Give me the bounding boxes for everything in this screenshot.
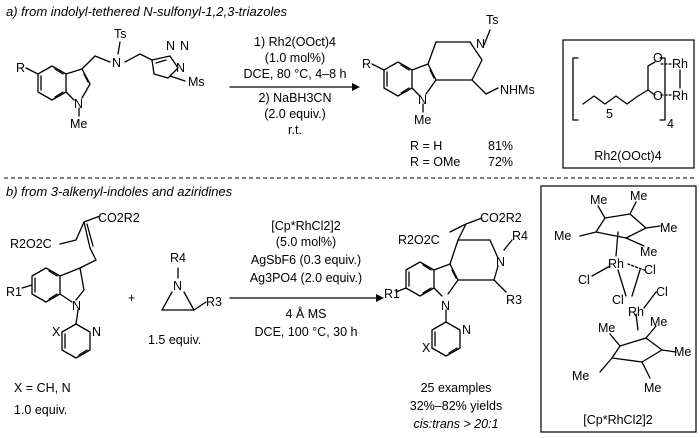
b-arrow-head — [376, 294, 384, 302]
b-catalyst-box — [540, 185, 697, 433]
b-catalyst-structure — [579, 201, 677, 379]
b-catalyst-name: [Cp*RhCl2]2 — [583, 413, 653, 427]
part-b-aziridine — [161, 267, 207, 311]
a-cond-above-2: (1.0 mol%) — [265, 51, 325, 65]
a-sm-r-label: R — [16, 61, 25, 75]
b-result-dr: cis:trans > 20:1 — [413, 417, 498, 431]
a-yield-r-ome: R = OMe — [410, 155, 460, 169]
a-sm-triazole-n3-label: N — [176, 61, 185, 75]
b-product-indole-n: N — [441, 299, 450, 313]
a-cat-sub5: 5 — [606, 107, 613, 121]
a-product-n-ring-label: N — [476, 37, 485, 51]
b-product-pyrimidine-n: N — [462, 323, 471, 337]
b-cat-me-10: Me — [572, 369, 589, 383]
b-product-co2r2: CO2R2 — [480, 211, 522, 225]
a-sm-triazole-n2-label: N — [180, 39, 189, 53]
b-cond-above-1: [Cp*RhCl2]2 — [271, 219, 341, 233]
part-a-product — [371, 29, 499, 113]
a-cat-sub4: 4 — [667, 117, 674, 131]
part-b-header: b) from 3-alkenyl-indoles and aziridines — [6, 184, 233, 199]
a-product-r-label: R — [362, 57, 371, 71]
b-sm2-r3: R3 — [206, 295, 222, 309]
b-cond-below-1: 4 Å MS — [286, 306, 327, 321]
b-cond-below-2: DCE, 100 °C, 30 h — [255, 325, 358, 339]
part-a-starting-material — [25, 41, 186, 117]
b-sm1-x-definition: X = CH, N — [14, 381, 71, 395]
a-arrow-head — [352, 83, 360, 91]
a-cat-rh-top: Rh — [672, 57, 688, 71]
b-cat-cl-4: Cl — [656, 285, 668, 299]
a-sm-n-amine-label: N — [112, 56, 121, 70]
b-product-x: X — [422, 341, 431, 355]
b-sm1-equiv: 1.0 equiv. — [14, 403, 67, 417]
b-sm1-pyrimidine-n: N — [92, 325, 101, 339]
b-cond-above-4: Ag3PO4 (2.0 equiv.) — [250, 271, 362, 285]
b-cat-rh-top: Rh — [608, 257, 624, 271]
a-yield-81: 81% — [488, 139, 513, 153]
a-product-nhms-label: NHMs — [500, 83, 535, 97]
a-product-ts-label: Ts — [486, 13, 499, 27]
b-cat-me-6: Me — [598, 321, 615, 335]
b-cat-rh-bottom: Rh — [628, 305, 644, 319]
b-product-r4: R4 — [512, 229, 528, 243]
b-plus-sign: + — [128, 291, 135, 305]
b-sm2-n: N — [173, 279, 182, 293]
b-cat-cl-2: Cl — [578, 273, 590, 287]
a-cat-o-top: O — [653, 51, 663, 65]
a-sm-ts-label: Ts — [114, 27, 127, 41]
a-cat-rh-bottom: Rh — [672, 89, 688, 103]
a-sm-ms-label: Ms — [188, 75, 205, 89]
a-cond-below-3: r.t. — [288, 123, 302, 137]
a-yield-72: 72% — [488, 155, 513, 169]
a-cond-above-1: 1) Rh2(OOct)4 — [254, 35, 336, 49]
b-sm1-r2o2c: R2O2C — [10, 237, 52, 251]
b-product-r3: R3 — [506, 293, 522, 307]
a-cond-below-2: (2.0 equiv.) — [264, 107, 326, 121]
a-sm-me-label: Me — [70, 117, 87, 131]
part-a-header: a) from indolyl-tethered N-sulfonyl-1,2,… — [6, 4, 288, 19]
b-cat-me-5: Me — [554, 229, 571, 243]
b-sm1-x: X — [52, 325, 61, 339]
a-sm-triazole-n1-label: N — [166, 39, 175, 53]
a-cond-above-3: DCE, 80 °C, 4–8 h — [244, 67, 347, 81]
b-cat-cl-1: Cl — [644, 263, 656, 277]
a-product-indole-n-label: N — [418, 93, 427, 107]
b-cat-me-2: Me — [630, 189, 647, 203]
a-cond-below-1: 2) NaBH3CN — [259, 91, 332, 105]
b-sm2-equiv: 1.5 equiv. — [148, 333, 201, 347]
b-result-yields: 32%–82% yields — [410, 399, 502, 413]
b-cat-me-8: Me — [674, 345, 691, 359]
b-cat-me-1: Me — [590, 193, 607, 207]
b-sm1-r1: R1 — [6, 285, 22, 299]
part-b-starting-material-1 — [21, 215, 101, 359]
b-cond-above-2: (5.0 mol%) — [276, 235, 336, 249]
b-cond-above-3: AgSbF6 (0.3 equiv.) — [251, 253, 361, 267]
a-catalyst-structure — [572, 57, 681, 121]
b-cat-me-3: Me — [660, 221, 677, 235]
part-b-product — [395, 217, 513, 357]
b-product-r2o2c: R2O2C — [398, 233, 440, 247]
a-yield-r-h: R = H — [410, 139, 442, 153]
b-product-n-ring: N — [496, 255, 505, 269]
b-sm1-co2r2-top: CO2R2 — [98, 211, 140, 225]
b-sm2-r4: R4 — [170, 251, 186, 265]
b-cat-me-4: Me — [640, 245, 657, 259]
b-cat-cl-3: Cl — [612, 293, 624, 307]
a-cat-o-bottom: O — [653, 89, 663, 103]
b-cat-me-9: Me — [644, 381, 661, 395]
b-sm1-indole-n: N — [72, 299, 81, 313]
a-sm-indole-n-label: N — [74, 97, 83, 111]
b-product-r1: R1 — [384, 287, 400, 301]
a-product-me-label: Me — [414, 113, 431, 127]
a-catalyst-name: Rh2(OOct)4 — [594, 149, 661, 163]
a-catalyst-box — [562, 39, 695, 169]
b-cat-me-7: Me — [650, 315, 667, 329]
b-result-examples: 25 examples — [421, 381, 492, 395]
